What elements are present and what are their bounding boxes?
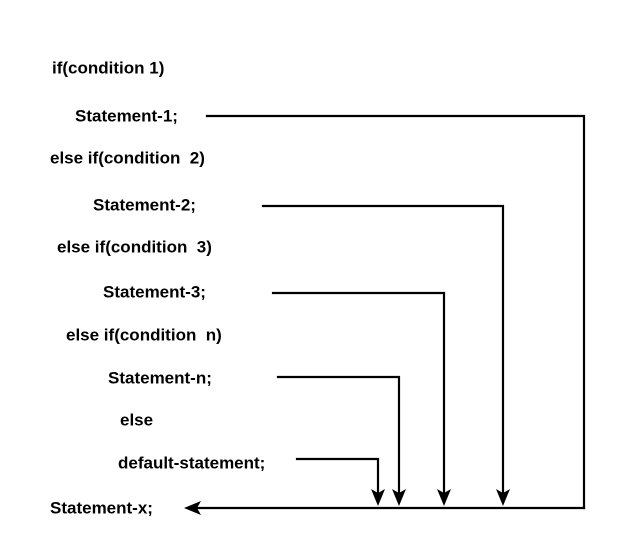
connector-default-statement <box>295 457 385 506</box>
code-line-else-if-condition-2: else if(condition 2) <box>50 148 205 168</box>
code-line-statement-x: Statement-x; <box>50 498 153 518</box>
exit-rail-to-statement-x <box>184 501 586 515</box>
connector-statement-n <box>276 375 406 506</box>
connector-statement-1 <box>205 114 586 510</box>
code-line-if-condition-1: if(condition 1) <box>52 58 165 78</box>
connector-statement-3 <box>271 291 451 506</box>
code-line-statement-n: Statement-n; <box>108 368 212 388</box>
code-line-statement-2: Statement-2; <box>93 195 196 215</box>
code-line-else: else <box>120 410 154 430</box>
code-line-statement-3: Statement-3; <box>103 282 206 302</box>
code-line-else-if-condition-3: else if(condition 3) <box>57 237 212 257</box>
connector-statement-2 <box>261 204 510 506</box>
code-line-statement-1: Statement-1; <box>75 106 178 126</box>
code-line-else-if-condition-n: else if(condition n) <box>66 325 222 345</box>
code-line-default-statement: default-statement; <box>118 453 266 473</box>
